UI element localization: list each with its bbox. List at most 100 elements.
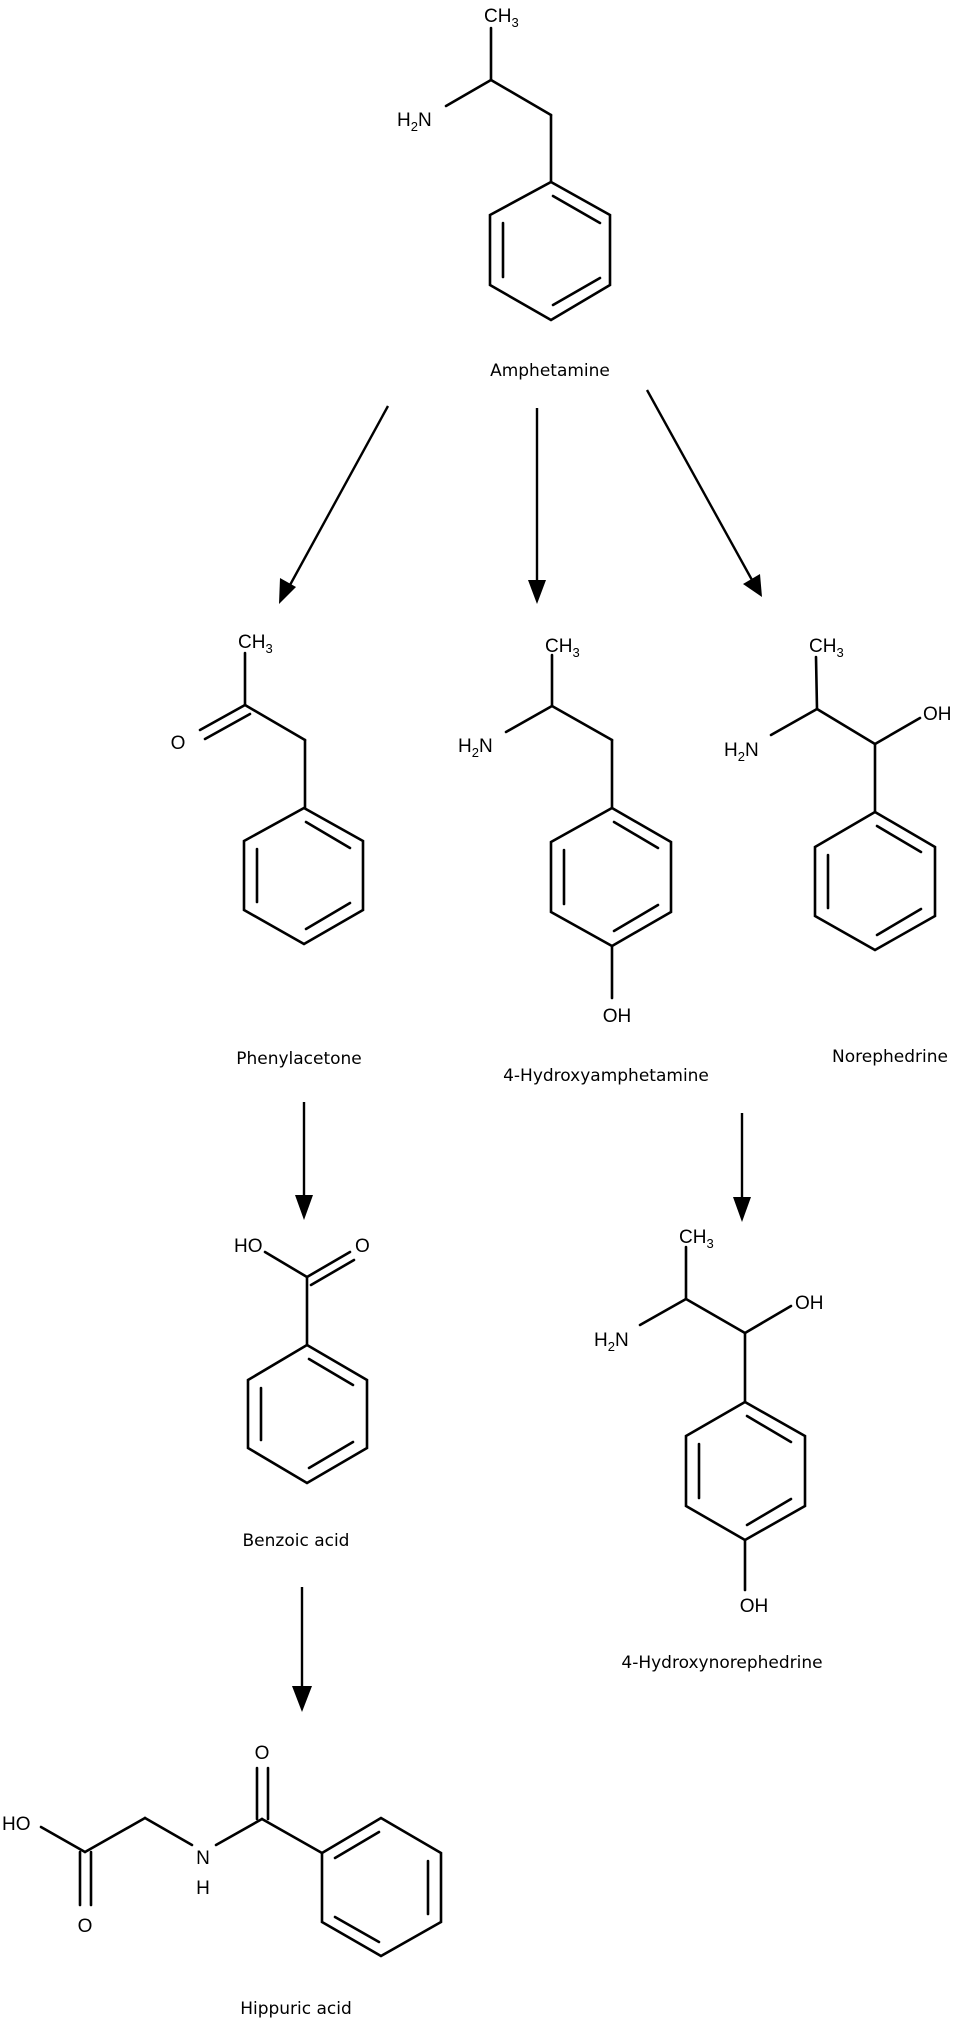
hydroxyamphetamine-bonds (504, 653, 673, 1000)
bond (444, 78, 493, 108)
benzene-ring (684, 1400, 807, 1542)
norephedrine-bonds (769, 655, 937, 952)
atom-label-hydroxyl: HO (234, 1236, 263, 1257)
arrow-head-icon (279, 578, 296, 604)
double-bond-inner (745, 1414, 793, 1444)
atom-label-oxygen: O (171, 733, 186, 754)
double-bond-inner (307, 1357, 355, 1387)
benzene-ring (813, 810, 937, 952)
molecule-name-4-hydroxyamphetamine: 4-Hydroxyamphetamine (503, 1066, 709, 1086)
arrow-head-icon (743, 574, 762, 597)
arrow-head-icon (295, 1195, 313, 1220)
atom-label-methyl: CH3 (238, 632, 273, 656)
atom-label-hydroxyl: OH (795, 1293, 824, 1314)
arrow-shaft (645, 389, 754, 581)
atom-label-hydroxyl: OH (603, 1006, 632, 1027)
bond (873, 716, 922, 746)
double-bond-inner (304, 820, 352, 850)
atom-label-amine: H2N (594, 1330, 629, 1354)
hydroxynorephedrine-bonds (638, 1245, 807, 1592)
molecule-benzoic-acid: HO O Benzoic acid (234, 1236, 370, 1551)
double-bond-inner (551, 276, 602, 307)
atom-label-amide-nitrogen: N (196, 1848, 210, 1869)
bond (684, 1297, 747, 1335)
bond (769, 707, 819, 737)
molecule-name-hippuric-acid: Hippuric acid (240, 1999, 352, 2019)
bond (263, 1250, 309, 1279)
atom-label-amide-oxygen: O (255, 1743, 270, 1764)
atom-label-methyl: CH3 (545, 636, 580, 660)
double-bond-inner (612, 903, 660, 933)
bond (260, 1817, 324, 1855)
molecule-name-amphetamine: Amphetamine (490, 361, 610, 381)
atom-label-methyl: CH3 (484, 6, 519, 30)
molecule-name-phenylacetone: Phenylacetone (236, 1049, 362, 1069)
bond (243, 703, 307, 742)
atom-label-amide-hydrogen: H (196, 1878, 210, 1899)
double-bond-inner (307, 1440, 355, 1470)
atom-label-hydroxyl: HO (2, 1814, 31, 1835)
atom-label-hydroxyl: OH (923, 704, 952, 725)
double-bond-inner (333, 1915, 381, 1944)
carbonyl-double-bond (305, 1250, 352, 1279)
arrow-head-icon (528, 580, 546, 604)
molecule-hippuric-acid: HO O N H O Hippuric acid (2, 1743, 443, 2019)
benzene-ring (246, 1343, 369, 1485)
amphetamine-bonds (444, 26, 612, 322)
atom-label-oxygen: O (355, 1236, 370, 1257)
bond (550, 704, 614, 742)
benzene-ring (242, 806, 365, 946)
molecule-amphetamine: CH3 H2N Amphetamine (397, 6, 612, 381)
bond (504, 704, 554, 734)
arrow-shaft (288, 405, 390, 586)
molecule-norephedrine: CH3 H2N OH Norephedrine (724, 636, 952, 1067)
arrow-head-icon (292, 1686, 312, 1712)
reaction-arrow-to-norephedrine (645, 389, 762, 597)
molecule-name-4-hydroxynorephedrine: 4-Hydroxynorephedrine (621, 1653, 822, 1673)
bond (814, 655, 819, 711)
carbonyl-double-bond (203, 712, 252, 741)
reaction-arrow-to-hippuric-acid (292, 1587, 312, 1712)
double-bond-inner (875, 907, 923, 937)
atom-label-methyl: CH3 (809, 636, 844, 660)
benzene-ring (549, 806, 673, 948)
molecule-4-hydroxynorephedrine: CH3 H2N OH OH 4-Hydroxynorephedrine (594, 1227, 824, 1673)
molecule-name-norephedrine: Norephedrine (832, 1047, 948, 1067)
double-bond-inner (612, 820, 660, 850)
carbonyl-double-bond (198, 703, 247, 732)
atom-label-ring-hydroxyl: OH (740, 1596, 769, 1617)
molecule-4-hydroxyamphetamine: CH3 H2N OH 4-Hydroxyamphetamine (458, 636, 709, 1086)
benzene-ring (488, 180, 612, 322)
bond (638, 1297, 688, 1327)
reaction-arrow-to-hydroxyamphetamine (528, 408, 546, 604)
double-bond-inner (875, 824, 923, 854)
atom-label-methyl: CH3 (679, 1227, 714, 1251)
molecule-phenylacetone: CH3 O Phenylacetone (171, 632, 365, 1069)
reaction-arrow-to-benzoic-acid (295, 1102, 313, 1220)
bond (489, 78, 553, 117)
benzene-ring (320, 1816, 443, 1958)
hippuric-acid-bonds (39, 1766, 443, 1958)
bond (815, 707, 877, 746)
bond (743, 1304, 793, 1335)
carbonyl-double-bond (309, 1258, 356, 1287)
bond (39, 1825, 87, 1854)
phenylacetone-bonds (198, 651, 365, 946)
double-bond-inner (551, 194, 602, 225)
benzoic-acid-bonds (246, 1250, 369, 1485)
reaction-arrow-to-hydroxynorephedrine (733, 1113, 751, 1222)
atom-label-amine: H2N (724, 740, 759, 764)
atom-label-acid-oxygen: O (78, 1916, 93, 1937)
bond (214, 1817, 264, 1847)
bond (83, 1816, 147, 1854)
double-bond-inner (304, 901, 352, 931)
double-bond-inner (745, 1497, 793, 1527)
double-bond-inner (333, 1830, 381, 1860)
reaction-arrow-to-phenylacetone (279, 405, 390, 604)
atom-label-amine: H2N (397, 110, 432, 134)
bond (143, 1816, 194, 1847)
arrow-head-icon (733, 1197, 751, 1222)
atom-label-amine: H2N (458, 736, 493, 760)
molecule-name-benzoic-acid: Benzoic acid (243, 1531, 350, 1551)
